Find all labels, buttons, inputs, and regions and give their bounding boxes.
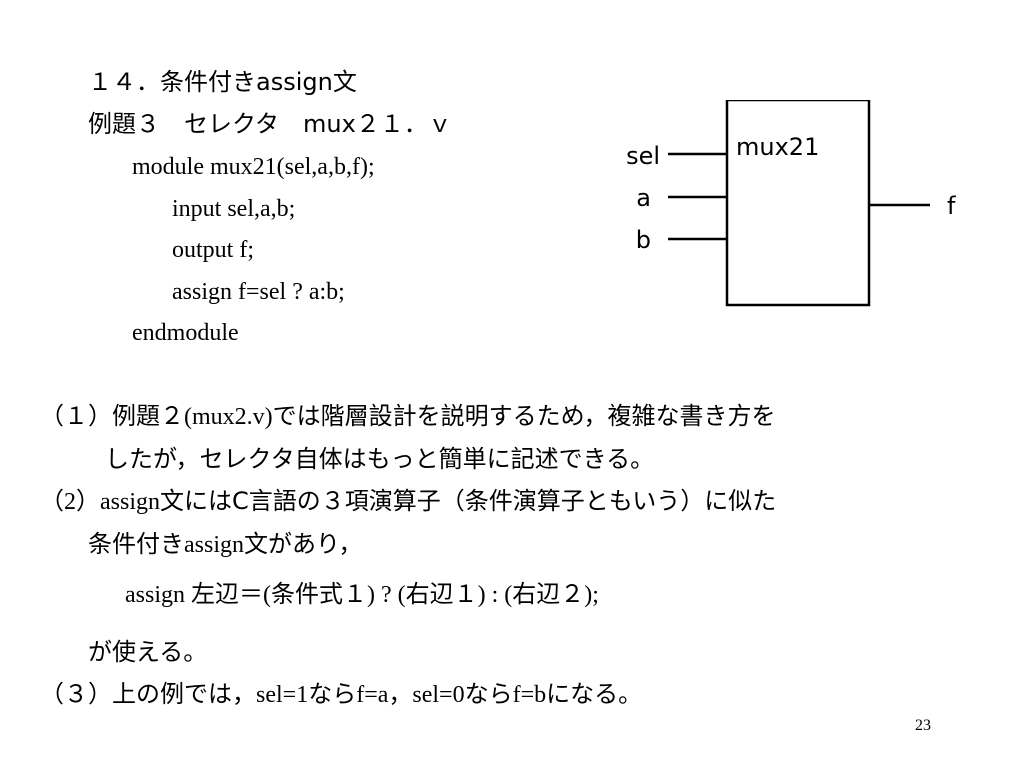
code-line-input: input sel,a,b; [172,196,296,222]
input-label-a: a [636,184,651,212]
paragraph-2-line-2: 条件付きassign文があり， [88,532,362,557]
para3-text-1: （３）上の例では， [40,680,256,708]
code-line-module: module mux21(sel,a,b,f); [132,154,375,180]
page-number: 23 [915,717,931,734]
mux-block-label: mux21 [736,133,819,161]
syntax-end: ); [584,582,599,608]
para3-text-6: sel=0 [412,682,465,708]
para1-text-1: （１）例題２ [40,402,184,430]
section-title: １４．条件付きassign文 [88,68,357,96]
syntax-keyword: assign [125,582,191,608]
mux-block [725,100,871,307]
paragraph-2-line-1: （2）assign文にはC言語の３項演算子（条件演算子ともいう）に似た [40,489,776,514]
mux21-block-diagram: mux21 sel a b f [626,100,956,307]
paragraph-3: （３）上の例では，sel=1ならf=a，sel=0ならf=bになる。 [40,682,642,707]
para2-text-4: 条件付き [88,530,184,558]
syntax-lhs: 左辺＝ [191,580,263,608]
para1-text-2: (mux2.v) [184,404,273,430]
paragraph-2-line-4: が使える。 [88,638,208,666]
para3-text-2: sel=1 [256,682,309,708]
para2-text-2: 2）assign [64,489,160,515]
code-line-endmodule: endmodule [132,320,239,346]
paragraph-1-line-1: （１）例題２(mux2.v)では階層設計を説明するため，複雑な書き方を [40,404,775,429]
input-label-sel: sel [626,142,660,170]
para2-text-1: （ [40,487,64,515]
para1-text-3: では階層設計を説明するため，複雑な書き方を [272,402,776,430]
paragraph-1-line-2: したが，セレクタ自体はもっと簡単に記述できる。 [105,445,655,473]
code-line-output: output f; [172,237,254,263]
syntax-rhs-2: 右辺２ [512,580,585,608]
syntax-colon: ) : ( [477,582,513,608]
para2-text-6: 文があり， [244,530,363,558]
output-label-f: f [947,192,956,220]
para3-text-8: f=b [512,682,547,708]
syntax-rhs-1: 右辺１ [405,580,478,608]
para3-text-7: なら [464,680,513,708]
para2-text-5: assign [184,532,244,558]
example-title: 例題３ セレクタ mux２１．ｖ [88,110,452,138]
syntax-condition: 条件式１ [271,580,367,608]
input-label-b: b [636,226,651,254]
para3-text-4: f=a [356,682,389,708]
para3-text-9: になる。 [546,680,643,708]
para3-text-3: なら [308,680,357,708]
code-line-assign: assign f=sel ? a:b; [172,279,345,305]
para3-text-5: ， [388,680,413,708]
syntax-paren-1: ( [263,582,271,608]
syntax-question: ) ? ( [367,582,406,608]
para2-text-3: 文にはC言語の３項演算子（条件演算子ともいう）に似た [160,487,777,515]
assign-syntax-line: assign 左辺＝(条件式１) ? (右辺１) : (右辺２); [125,582,599,607]
